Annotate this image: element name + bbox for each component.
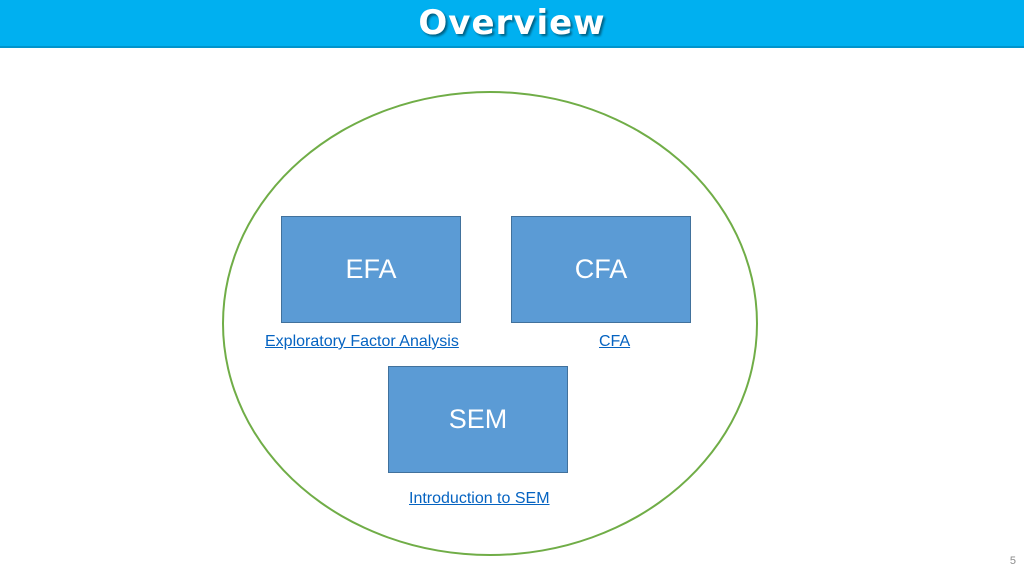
sem-box: SEM bbox=[388, 366, 568, 473]
efa-box: EFA bbox=[281, 216, 461, 323]
enclosing-circle bbox=[222, 91, 758, 556]
slide-title: Overview bbox=[418, 3, 606, 43]
page-number: 5 bbox=[1009, 555, 1016, 567]
sem-link[interactable]: Introduction to SEM bbox=[409, 490, 550, 507]
efa-link[interactable]: Exploratory Factor Analysis bbox=[265, 333, 459, 350]
cfa-box: CFA bbox=[511, 216, 691, 323]
title-bar: Overview bbox=[0, 0, 1024, 48]
cfa-link[interactable]: CFA bbox=[599, 333, 631, 350]
